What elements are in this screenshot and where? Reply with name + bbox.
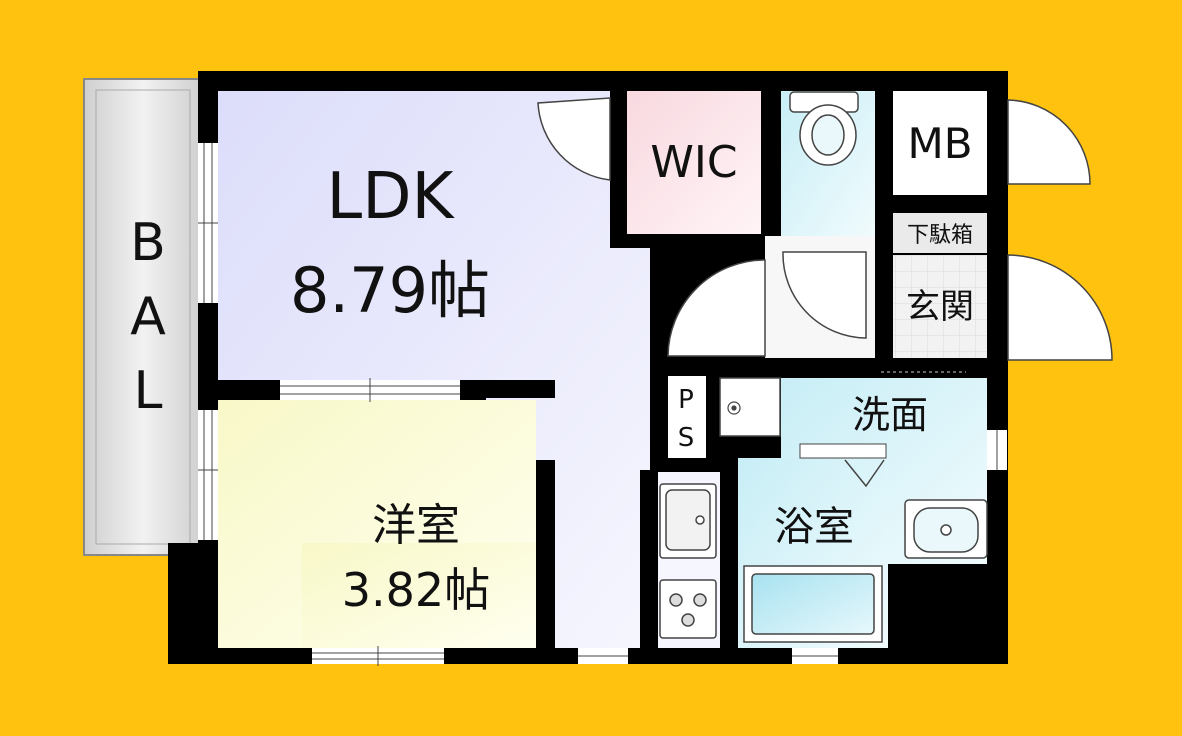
bathroom-name: 浴室 [774,504,854,550]
window-bottom-bath [792,648,838,664]
ldk-floor [218,91,650,648]
shoe-box-name: 下駄箱 [907,223,973,248]
ldk-name: LDK [327,160,456,234]
ps-letter-p: P [678,385,694,415]
mb-floor [893,91,987,195]
toilet-fixture [789,91,859,166]
window-bottom-kitchen [578,648,628,664]
kitchen-sink [659,483,717,559]
entrance-name: 玄関 [906,287,974,327]
window-ldk [198,143,218,303]
ps-letter-s: S [678,423,695,453]
door-mb [1007,99,1091,185]
mb-name: MB [907,119,972,168]
door-toilet [782,251,867,339]
window-bottom-western [312,646,444,666]
door-bath [799,443,887,488]
balcony-letter-l: L [134,361,163,421]
ps-floor [668,376,706,458]
window-washroom [987,430,1007,470]
balcony [83,78,203,556]
wic-name: WIC [650,137,737,188]
shoe-box-floor [893,213,987,253]
balcony-label: B A L [130,213,166,421]
ldk-size: 8.79帖 [290,254,490,327]
washbasin [904,499,988,559]
western-floor-notch [302,543,536,648]
balcony-letter-a: A [130,287,166,347]
sliding-door-western [280,378,460,402]
door-entrance [1007,254,1113,361]
entrance-floor [893,255,987,358]
balcony-letter-b: B [130,213,166,273]
western-name: 洋室 [372,500,460,551]
window-western [198,410,218,540]
bathtub [743,565,883,643]
washer-drain-icon [727,401,741,415]
door-wic [537,97,611,181]
washroom-name: 洗面 [852,393,928,437]
western-size: 3.82帖 [342,563,490,617]
wic-floor [627,91,761,234]
door-ldk-hall [667,259,766,357]
kitchen-stove [659,579,717,639]
